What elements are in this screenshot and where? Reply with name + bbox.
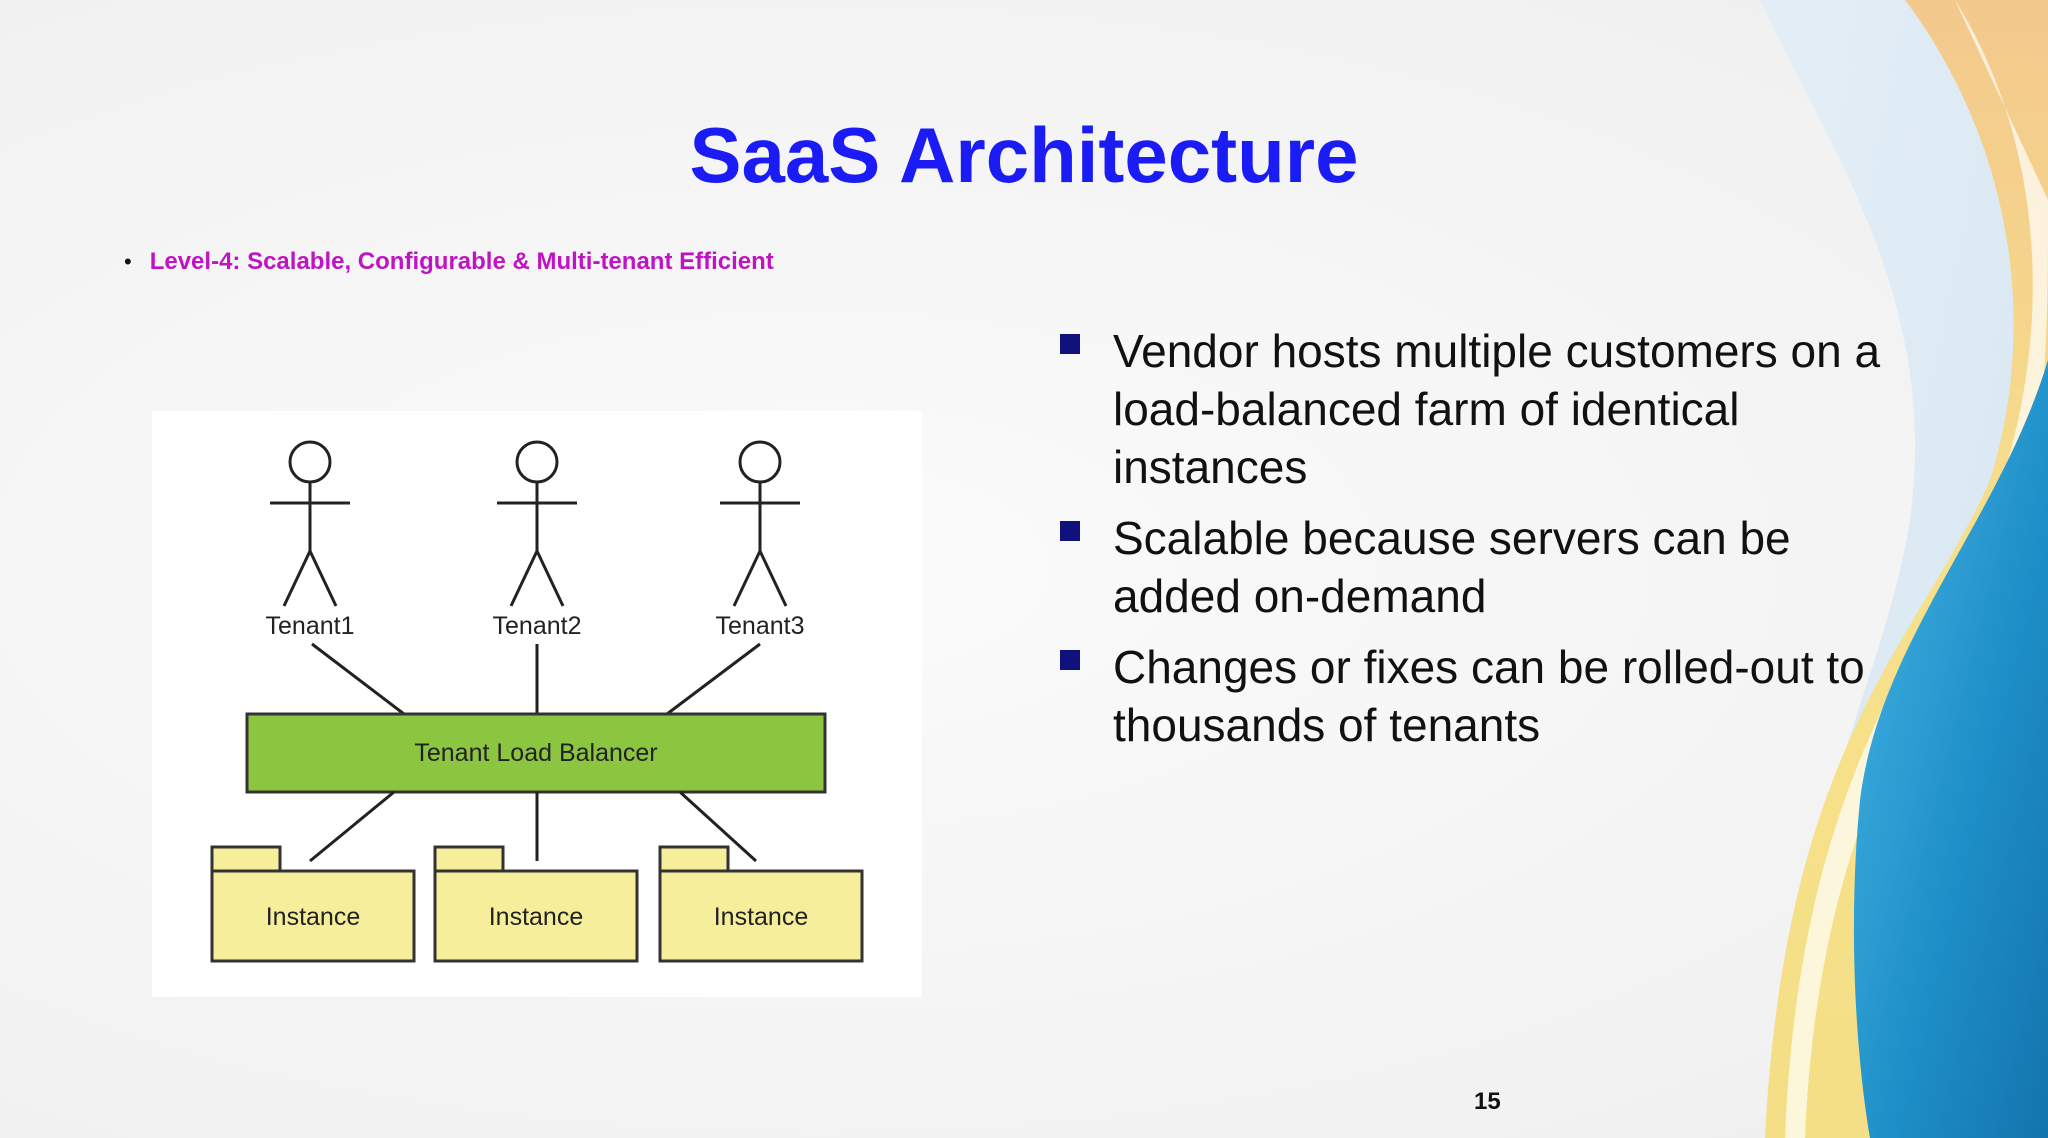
bullet-item: Vendor hosts multiple customers on a loa… (1058, 322, 1918, 496)
bullet-text: Changes or fixes can be rolled-out to th… (1113, 641, 1865, 751)
subtitle-bullet: • Level-4: Scalable, Configurable & Mult… (124, 248, 774, 276)
instance-folder-1 (210, 845, 416, 963)
tenant-connectors (311, 642, 761, 716)
bullet-list: Vendor hosts multiple customers on a loa… (1058, 322, 1918, 767)
square-bullet-icon (1060, 521, 1080, 541)
blue-wave (1853, 360, 2048, 1138)
tenant1-label: Tenant1 (266, 612, 355, 640)
instance-folder-3 (658, 845, 864, 963)
load-balancer-label: Tenant Load Balancer (414, 739, 657, 767)
square-bullet-icon (1060, 650, 1080, 670)
white-wave-line (1785, 0, 2048, 1138)
bullet-text: Scalable because servers can be added on… (1113, 512, 1791, 622)
instance-folder-2 (433, 845, 639, 963)
load-balancer-box (245, 712, 827, 794)
tenant2-actor-icon (497, 440, 577, 607)
bullet-item: Scalable because servers can be added on… (1058, 509, 1918, 625)
tenant3-label: Tenant3 (716, 612, 805, 640)
instance-label-3: Instance (714, 903, 809, 931)
tenant3-actor-icon (720, 440, 800, 607)
instance-label-2: Instance (489, 903, 584, 931)
bullet-text: Vendor hosts multiple customers on a loa… (1113, 325, 1881, 493)
saas-architecture-diagram: Tenant1 Tenant2 Tenant3 Tenant Load Bala… (152, 411, 922, 997)
instance-label-1: Instance (266, 903, 361, 931)
page-number: 15 (1474, 1088, 1501, 1115)
bullet-item: Changes or fixes can be rolled-out to th… (1058, 638, 1918, 754)
tenant1-actor-icon (270, 440, 350, 607)
slide-title: SaaS Architecture (689, 111, 1359, 199)
square-bullet-icon (1060, 334, 1080, 354)
tenant2-label: Tenant2 (493, 612, 582, 640)
instance-connectors (309, 790, 758, 863)
bullet-dot-icon: • (124, 249, 132, 274)
subtitle-text: Level-4: Scalable, Configurable & Multi-… (149, 248, 774, 275)
